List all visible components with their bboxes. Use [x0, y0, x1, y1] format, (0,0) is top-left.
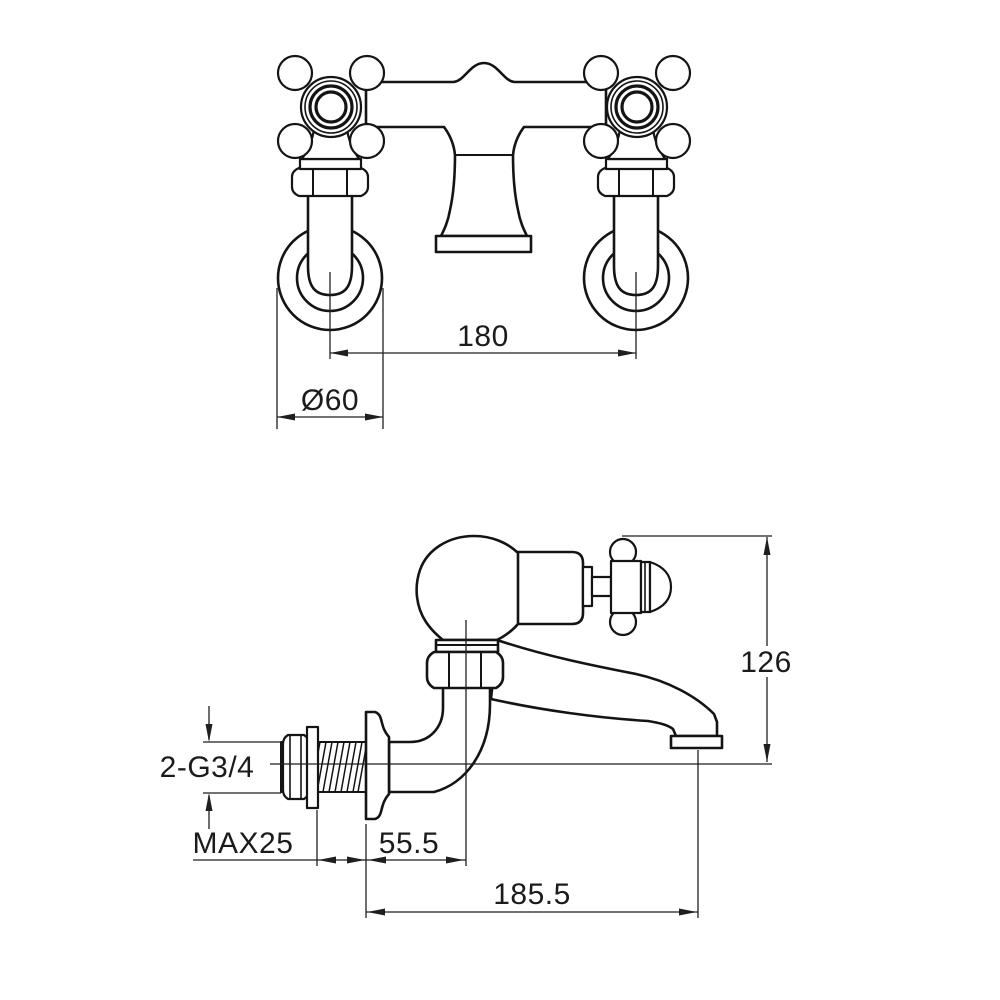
handle-ring-inner: [620, 90, 654, 124]
hex-nut: [290, 166, 370, 198]
arrowhead: [367, 908, 385, 916]
dim-thread-spec: 2-G3/4: [160, 751, 255, 784]
arrowhead: [205, 724, 213, 742]
handle-base-band: [604, 157, 669, 171]
hex-nut: [596, 166, 676, 198]
handle-ring-inner: [314, 90, 348, 124]
handle-boss-ring: [304, 80, 358, 134]
front-view: 180 Ø60: [276, 54, 692, 429]
side-hex-nut: [425, 650, 505, 690]
locknut-washer: [305, 725, 320, 810]
handle-lobe: [348, 54, 386, 92]
side-view-dimensions: 126 2-G3/4 MAX25 55.5 185.5: [160, 535, 792, 918]
arrowhead: [763, 744, 771, 762]
cross-handle: [582, 54, 692, 160]
arrowhead: [318, 856, 336, 864]
side-view: 126 2-G3/4 MAX25 55.5 185.5: [160, 534, 792, 918]
hex-nut-facets: [312, 167, 348, 197]
handle-base-band: [298, 157, 363, 171]
arrowhead: [446, 856, 464, 864]
valve-body: [415, 534, 520, 642]
front-body-and-spout: [364, 61, 608, 238]
arrowhead: [368, 856, 386, 864]
arrowhead: [365, 413, 383, 421]
arrowhead: [277, 413, 295, 421]
arrowhead: [330, 349, 348, 357]
handle-lobe: [582, 54, 620, 92]
side-hex-nut-facets: [448, 651, 482, 689]
hex-nut-facets: [618, 167, 654, 197]
locknut: [281, 733, 311, 801]
arrowhead: [679, 908, 697, 916]
handle-stem: [590, 575, 613, 598]
thread-edge-ext: [203, 741, 281, 794]
handle-lobe: [582, 122, 620, 160]
handle-boss-ring: [610, 80, 664, 134]
handle-dome-cap: [648, 560, 673, 614]
thread-hatch: [310, 741, 367, 793]
front-spout-end-cap: [434, 234, 533, 254]
dim-wall-to-outlet: 185.5: [493, 878, 571, 911]
cross-handle: [276, 54, 386, 160]
spout-outlet-flange: [669, 734, 724, 750]
dim-max-wall: MAX25: [193, 827, 294, 860]
bonnet-end-plate: [581, 565, 594, 608]
handle-lobe: [276, 122, 314, 160]
wall-shank: [280, 710, 391, 821]
handle-hub: [609, 559, 643, 615]
arrowhead: [618, 349, 636, 357]
locknut-facets: [289, 734, 302, 800]
side-spout: [489, 638, 719, 738]
handle-lobe: [654, 54, 692, 92]
dim-flange-diameter: Ø60: [301, 384, 359, 417]
arrowhead: [205, 793, 213, 811]
handle-lobe: [654, 122, 692, 160]
arrowhead: [347, 856, 365, 864]
dim-height: 126: [740, 646, 792, 679]
front-view-dimensions: 180 Ø60: [276, 272, 637, 429]
wall-flange-bell: [364, 710, 391, 821]
handle-lobe: [276, 54, 314, 92]
dim-wall-to-center: 55.5: [379, 827, 439, 860]
dim-handle-spacing: 180: [457, 320, 509, 353]
handle-lobe: [348, 122, 386, 160]
arrowhead: [763, 537, 771, 555]
elbow-pipe: [387, 685, 492, 794]
